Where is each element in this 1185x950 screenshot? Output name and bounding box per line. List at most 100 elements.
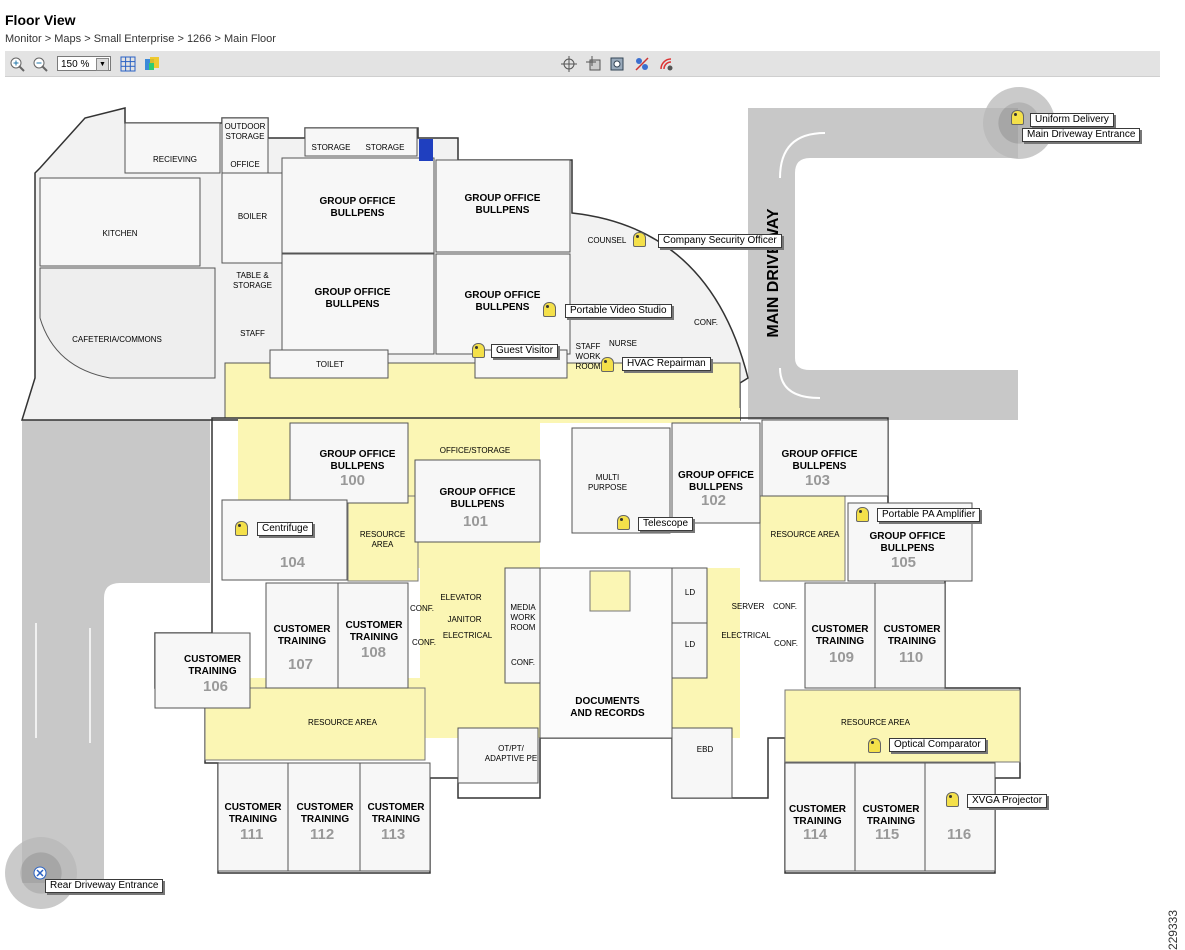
- room-group-office-103: GROUP OFFICE BULLPENS: [781, 449, 858, 472]
- room-number: 114: [803, 826, 828, 843]
- tag-guest-visitor[interactable]: Guest Visitor: [491, 344, 559, 358]
- breadcrumb-main-floor: Main Floor: [223, 33, 276, 45]
- room-customer-training-112: CUSTOMER TRAINING: [296, 802, 354, 825]
- tag-company-security-officer[interactable]: Company Security Officer: [658, 234, 782, 248]
- room-ld-2: LD: [684, 640, 696, 649]
- room-table-storage: TABLE & STORAGE: [233, 271, 272, 290]
- asset-marker-pa-amplifier[interactable]: [856, 507, 870, 522]
- tag-portable-video-studio[interactable]: Portable Video Studio: [565, 304, 672, 318]
- asset-marker-centrifuge[interactable]: [235, 521, 249, 536]
- asset-marker-uniform-delivery[interactable]: [1011, 110, 1025, 125]
- room-number: 116: [947, 826, 972, 843]
- room-number: 104: [280, 554, 306, 571]
- room-number: 115: [875, 826, 900, 843]
- asset-marker-telescope[interactable]: [617, 515, 631, 530]
- room-customer-training-114: CUSTOMER TRAINING: [788, 804, 847, 827]
- room-media-work: MEDIA WORK ROOM: [510, 603, 536, 632]
- room-number: 106: [203, 678, 229, 695]
- rear-entrance-icon[interactable]: [33, 866, 47, 880]
- tag-hvac-repairman[interactable]: HVAC Repairman: [622, 357, 711, 371]
- room-storage-1: STORAGE: [311, 143, 351, 152]
- room-customer-training-107: CUSTOMER TRAINING: [273, 624, 331, 647]
- room-janitor: JANITOR: [447, 615, 482, 624]
- asset-marker-security-officer[interactable]: [633, 232, 647, 247]
- room-number: 100: [340, 472, 366, 489]
- tag-telescope[interactable]: Telescope: [638, 517, 694, 531]
- tag-uniform-delivery[interactable]: Uniform Delivery: [1030, 113, 1114, 127]
- signal-icon[interactable]: [657, 55, 675, 72]
- room-group-office-100: GROUP OFFICE BULLPENS: [319, 449, 396, 472]
- room-staff-work: STAFF WORK ROOM: [575, 342, 601, 371]
- tag-xvga-projector[interactable]: XVGA Projector: [967, 794, 1048, 808]
- tag-optical-comparator[interactable]: Optical Comparator: [889, 738, 986, 752]
- room-recieving: RECIEVING: [152, 155, 197, 164]
- breadcrumb-small-enterprise[interactable]: Small Enterprise: [93, 33, 175, 45]
- floor-map[interactable]: MAIN DRIVEWAY STORAGE STORAGE OUTDOOR ST…: [0, 78, 1160, 916]
- grid-icon[interactable]: [119, 55, 137, 72]
- room-number: 103: [805, 472, 831, 489]
- asset-marker-video-studio[interactable]: [543, 302, 557, 317]
- room-customer-training-106: CUSTOMER TRAINING: [183, 654, 242, 677]
- room-number: 107: [288, 656, 314, 673]
- room-ebd: EBD: [696, 745, 714, 754]
- room-server: SERVER: [731, 602, 765, 611]
- tag-rear-driveway-entrance[interactable]: Rear Driveway Entrance: [45, 879, 164, 893]
- tracking-icon[interactable]: [633, 55, 651, 72]
- room-conf-c: CONF.: [412, 638, 436, 647]
- room-multi-purpose: MULTI PURPOSE: [587, 473, 628, 492]
- room-nurse: NURSE: [608, 339, 637, 348]
- tag-portable-pa-amplifier[interactable]: Portable PA Amplifier: [877, 508, 981, 522]
- fit-icon[interactable]: [608, 55, 626, 72]
- room-counsel: COUNSEL: [587, 236, 627, 245]
- breadcrumb-1266[interactable]: 1266: [186, 33, 212, 45]
- room-group-office-105: GROUP OFFICE BULLPENS: [869, 531, 946, 554]
- room-customer-training-109: CUSTOMER TRAINING: [811, 624, 869, 647]
- room-toilet: TOILET: [316, 360, 344, 369]
- room-elevator: ELEVATOR: [440, 593, 482, 602]
- zoom-select[interactable]: 150 % ▼: [57, 56, 111, 71]
- room-customer-training-115: CUSTOMER TRAINING: [862, 804, 920, 827]
- room-kitchen: KITCHEN: [102, 229, 138, 238]
- breadcrumb-monitor[interactable]: Monitor: [5, 33, 42, 45]
- street-label: MAIN DRIVEWAY: [765, 208, 782, 338]
- room-outdoor-storage: OUTDOOR STORAGE: [224, 122, 266, 141]
- room-conf-b: CONF.: [410, 604, 434, 613]
- zoom-value: 150 %: [61, 59, 90, 70]
- room-group-office-101: GROUP OFFICE BULLPENS: [439, 487, 516, 510]
- floor-plan-drawing: [20, 107, 1021, 883]
- zoom-in-icon[interactable]: [8, 55, 26, 72]
- asset-marker-guest-visitor[interactable]: [472, 343, 486, 358]
- room-group-office-3: GROUP OFFICE BULLPENS: [314, 287, 391, 310]
- room-number: 111: [240, 826, 264, 843]
- room-documents-records: DOCUMENTS AND RECORDS: [570, 696, 645, 719]
- room-customer-training-110: CUSTOMER TRAINING: [883, 624, 941, 647]
- room-electrical-2: ELECTRICAL: [721, 631, 771, 640]
- room-electrical: ELECTRICAL: [442, 631, 493, 640]
- room-customer-training-113: CUSTOMER TRAINING: [367, 802, 425, 825]
- move-icon[interactable]: [560, 55, 578, 72]
- room-customer-training-108: CUSTOMER TRAINING: [345, 620, 403, 643]
- tag-main-driveway-entrance[interactable]: Main Driveway Entrance: [1022, 128, 1141, 142]
- breadcrumb-maps[interactable]: Maps: [54, 33, 82, 45]
- zoom-out-icon[interactable]: [31, 55, 49, 72]
- asset-marker-hvac-repairman[interactable]: [601, 357, 615, 372]
- room-office-storage: OFFICE/STORAGE: [439, 446, 511, 455]
- room-resource-right: RESOURCE AREA: [770, 530, 840, 539]
- room-office: OFFICE: [230, 160, 260, 169]
- room-conf-d: CONF.: [511, 658, 535, 667]
- room-number: 105: [891, 554, 917, 571]
- room-number: 101: [463, 513, 489, 530]
- tag-centrifuge[interactable]: Centrifuge: [257, 522, 314, 536]
- page-title: Floor View: [5, 12, 76, 28]
- room-conf-f: CONF.: [774, 639, 798, 648]
- room-group-office-1: GROUP OFFICE BULLPENS: [319, 196, 396, 219]
- asset-marker-optical-comparator[interactable]: [868, 738, 882, 753]
- room-group-office-4: GROUP OFFICE BULLPENS: [464, 290, 541, 313]
- room-ot-pt: OT/PT/ ADAPTIVE PE: [484, 744, 538, 763]
- asset-marker-xvga-projector[interactable]: [946, 792, 960, 807]
- color-layers-icon[interactable]: [143, 55, 161, 72]
- select-icon[interactable]: [585, 55, 603, 72]
- room-boiler: BOILER: [237, 212, 268, 221]
- map-toolbar: 150 % ▼: [5, 51, 1160, 77]
- room-number: 112: [310, 826, 335, 843]
